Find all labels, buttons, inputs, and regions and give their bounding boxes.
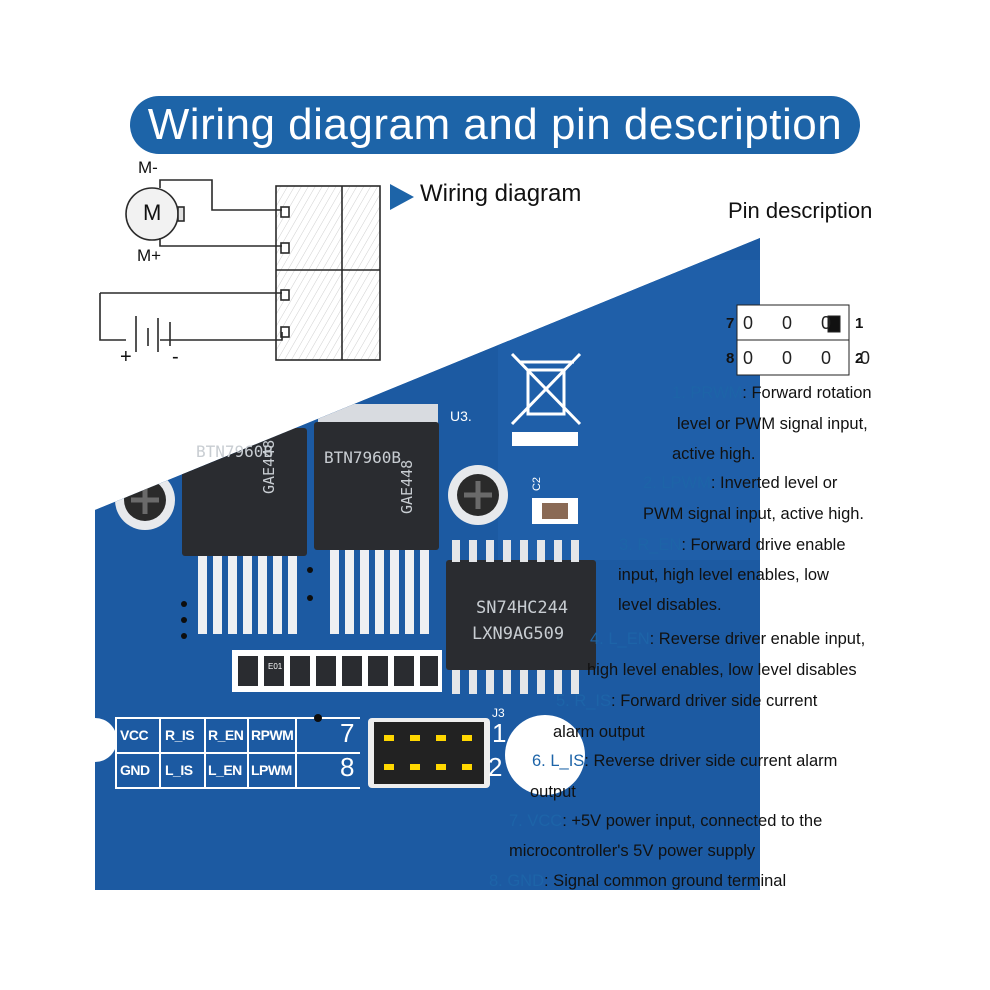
chip-u4-code: LXN9AG509	[472, 624, 565, 644]
silk-l-is: L_IS	[165, 762, 193, 778]
motor-minus-label: M-	[138, 158, 158, 177]
pin-item-4: 4. L_EN: Reverse driver enable input,	[590, 624, 865, 655]
pin-item-8-line-1: : Signal common ground terminal	[544, 872, 787, 890]
c2-label: C2	[531, 476, 544, 492]
pin-item-3-line-3: level disables.	[618, 596, 722, 614]
pin-item-6: 6. L_IS: Reverse driver side current ala…	[532, 746, 837, 777]
pin-item-5-line-2: alarm output	[553, 723, 645, 741]
pin-item-5-line-1: : Forward driver side current	[611, 692, 818, 710]
pin-item-8-num: 8. GND	[489, 872, 545, 890]
screw-hole-right	[448, 465, 508, 525]
weee-symbol	[510, 352, 582, 426]
pin-item-7: 7. VCC: +5V power input, connected to th…	[509, 806, 822, 837]
silk-pin-2: 2	[488, 752, 503, 782]
pin-description-title: Pin description	[728, 198, 873, 223]
pin-item-1: 1. PRWM: Forward rotation	[672, 378, 872, 409]
pin-item-7-num: 7. VCC	[509, 812, 563, 830]
chip-u2	[314, 422, 439, 550]
header-pin-1: 1	[855, 315, 864, 332]
resistor-code: E01	[268, 662, 283, 671]
silk-r-en: R_EN	[208, 727, 244, 743]
chip-u2-code: GAE448	[398, 459, 416, 514]
silk-lpwm: LPWM	[251, 762, 292, 778]
header-pin-2: 2	[855, 350, 864, 367]
motor-letter: M	[143, 200, 162, 225]
silk-l-en: L_EN	[208, 762, 242, 778]
wiring-arrow-icon	[390, 184, 414, 210]
chip-u1-code: GAE448	[260, 439, 278, 494]
silk-vcc: VCC	[120, 727, 149, 743]
wiring-sketch	[99, 179, 381, 361]
screw-hole-left	[115, 470, 175, 530]
chip-u2-marking: BTN7960B	[324, 448, 402, 467]
u3-label: U3.	[450, 408, 472, 424]
pin-item-2-num: 2. LPWM	[643, 474, 711, 492]
pin-item-2-line-1: : Inverted level or	[710, 474, 838, 492]
pin-item-4-line-2: high level enables, low level disables	[587, 661, 857, 679]
pin-item-3-line-2: input, high level enables, low	[618, 566, 829, 584]
pin-item-6-line-1: : Reverse driver side current alarm	[584, 752, 838, 770]
chip-u1-marking: BTN7960B	[196, 442, 274, 461]
header-row1-circles: 0 0 0	[743, 313, 844, 333]
silk-2-label: _2	[512, 292, 550, 330]
pin-item-4-num: 4. L_EN	[590, 630, 650, 648]
pin-item-3-num: 3. R_EN	[619, 536, 682, 554]
pin-item-4-line-1: : Reverse driver enable input,	[649, 630, 866, 648]
pin-item-6-line-2: output	[530, 783, 576, 801]
wiring-diagram-label: Wiring diagram	[420, 180, 582, 207]
pin-item-5: 5. R_IS: Forward driver side current	[556, 686, 817, 717]
silk-pin-7: 7	[340, 718, 355, 748]
header-pin-7: 7	[726, 315, 735, 332]
pin-item-1-line-1: : Forward rotation	[742, 384, 872, 402]
pin-item-7-line-1: : +5V power input, connected to the	[562, 812, 823, 830]
header-pin-8: 8	[726, 350, 735, 367]
silk-r-is: R_IS	[165, 727, 195, 743]
pin-item-7-line-2: microcontroller's 5V power supply	[509, 842, 756, 860]
pin-item-1-line-3: active high.	[672, 445, 756, 463]
motor-plus-label: M+	[137, 246, 162, 265]
pin-item-2-line-2: PWM signal input, active high.	[643, 505, 865, 523]
battery-plus-label: +	[120, 346, 132, 368]
pin-item-8: 8. GND: Signal common ground terminal	[489, 866, 786, 897]
silk-rpwm: RPWM	[251, 727, 294, 743]
pin-item-3: 3. R_EN: Forward drive enable	[619, 530, 846, 561]
pin-item-6-num: 6. L_IS	[532, 752, 585, 770]
silk-pin-1: 1	[492, 718, 507, 748]
header-row2-circles: 0 0 0 0	[743, 348, 883, 368]
pin-item-1-num: 1. PRWM	[672, 384, 743, 402]
chip-u4	[446, 560, 596, 670]
silk-gnd: GND	[120, 762, 150, 778]
pin-item-1-line-2: level or PWM signal input,	[677, 415, 868, 433]
battery-minus-label: -	[172, 346, 179, 368]
pin-item-3-line-1: : Forward drive enable	[681, 536, 846, 554]
pin-item-5-num: 5. R_IS	[556, 692, 612, 710]
pin-header-diagram	[736, 304, 850, 376]
banner-title: Wiring diagram and pin description	[130, 96, 860, 154]
silk-pin-8: 8	[340, 752, 355, 782]
j3-label: J3	[492, 706, 505, 720]
pin-item-2: 2. LPWM: Inverted level or	[643, 468, 837, 499]
chip-u4-marking: SN74HC244	[476, 598, 569, 618]
